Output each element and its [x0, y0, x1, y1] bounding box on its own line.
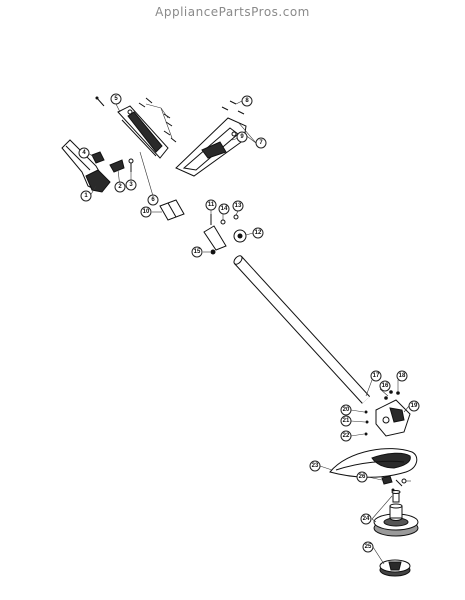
callout-7: 7	[255, 137, 267, 149]
trimmer-spool	[373, 503, 419, 537]
callout-18: 18	[396, 370, 408, 382]
svg-text:4: 4	[82, 150, 86, 156]
svg-text:14: 14	[221, 206, 228, 212]
svg-text:2: 2	[118, 184, 122, 190]
side-handle	[175, 117, 247, 177]
handle-grip	[61, 139, 111, 193]
callout-5: 5	[110, 93, 122, 105]
svg-text:7: 7	[259, 140, 263, 146]
callout-24: 24	[360, 513, 372, 525]
debris-guard	[329, 448, 418, 478]
svg-text:26: 26	[359, 474, 366, 480]
lower-shaft	[233, 255, 371, 404]
callout-3: 3	[125, 179, 137, 191]
callout-11: 11	[205, 199, 217, 211]
motor-housing	[117, 105, 169, 159]
callout-17: 17	[370, 370, 382, 382]
svg-text:12: 12	[255, 230, 262, 236]
spool-shaft	[391, 490, 401, 503]
svg-text:1: 1	[84, 193, 88, 199]
svg-text:23: 23	[312, 463, 319, 469]
leader-lines	[87, 100, 411, 565]
coupler-clamp	[159, 199, 185, 221]
svg-text:6: 6	[151, 197, 155, 203]
svg-text:15: 15	[194, 249, 201, 255]
callout-15: 15	[191, 246, 203, 258]
svg-text:5: 5	[114, 96, 118, 102]
callout-13: 13	[232, 200, 244, 212]
callout-2: 2	[114, 181, 126, 193]
callout-22: 22	[340, 430, 352, 442]
svg-text:18: 18	[399, 373, 406, 379]
bump-cap	[379, 559, 411, 577]
knob	[233, 229, 247, 243]
callout-23: 23	[309, 460, 321, 472]
callout-25: 25	[362, 541, 374, 553]
shaft-connector	[203, 225, 227, 251]
watermark: AppliancePartsPros.com	[155, 5, 310, 19]
callout-6: 6	[147, 194, 159, 206]
guard-hardware	[381, 475, 407, 492]
svg-text:25: 25	[365, 544, 372, 550]
svg-text:16: 16	[382, 383, 389, 389]
callout-9: 9	[236, 131, 248, 143]
callout-19: 19	[408, 400, 420, 412]
upper-shaft	[95, 96, 179, 209]
svg-text:20: 20	[343, 407, 350, 413]
trigger-part	[91, 151, 105, 164]
svg-text:3: 3	[129, 182, 133, 188]
svg-text:11: 11	[208, 202, 215, 208]
callout-20: 20	[340, 404, 352, 416]
callout-16: 16	[379, 380, 391, 392]
callout-1: 1	[80, 190, 92, 202]
svg-text:8: 8	[245, 98, 249, 104]
callout-12: 12	[252, 227, 264, 239]
callout-26: 26	[356, 471, 368, 483]
callout-10: 10	[140, 206, 152, 218]
screw-3	[128, 158, 134, 172]
svg-text:13: 13	[235, 203, 242, 209]
switch-part	[109, 159, 125, 173]
svg-text:22: 22	[343, 433, 350, 439]
svg-text:19: 19	[411, 403, 418, 409]
callout-4: 4	[78, 147, 90, 159]
screw-set-upper	[138, 97, 177, 143]
small-hardware	[210, 214, 239, 255]
svg-text:9: 9	[240, 134, 244, 140]
svg-text:21: 21	[343, 418, 350, 424]
screw-set-8	[221, 100, 245, 115]
svg-text:10: 10	[143, 209, 150, 215]
svg-text:24: 24	[363, 516, 370, 522]
head-hardware	[364, 390, 400, 436]
callout-8: 8	[241, 95, 253, 107]
callout-21: 21	[340, 415, 352, 427]
svg-text:17: 17	[373, 373, 380, 379]
gear-head	[375, 399, 411, 437]
callout-14: 14	[218, 203, 230, 215]
